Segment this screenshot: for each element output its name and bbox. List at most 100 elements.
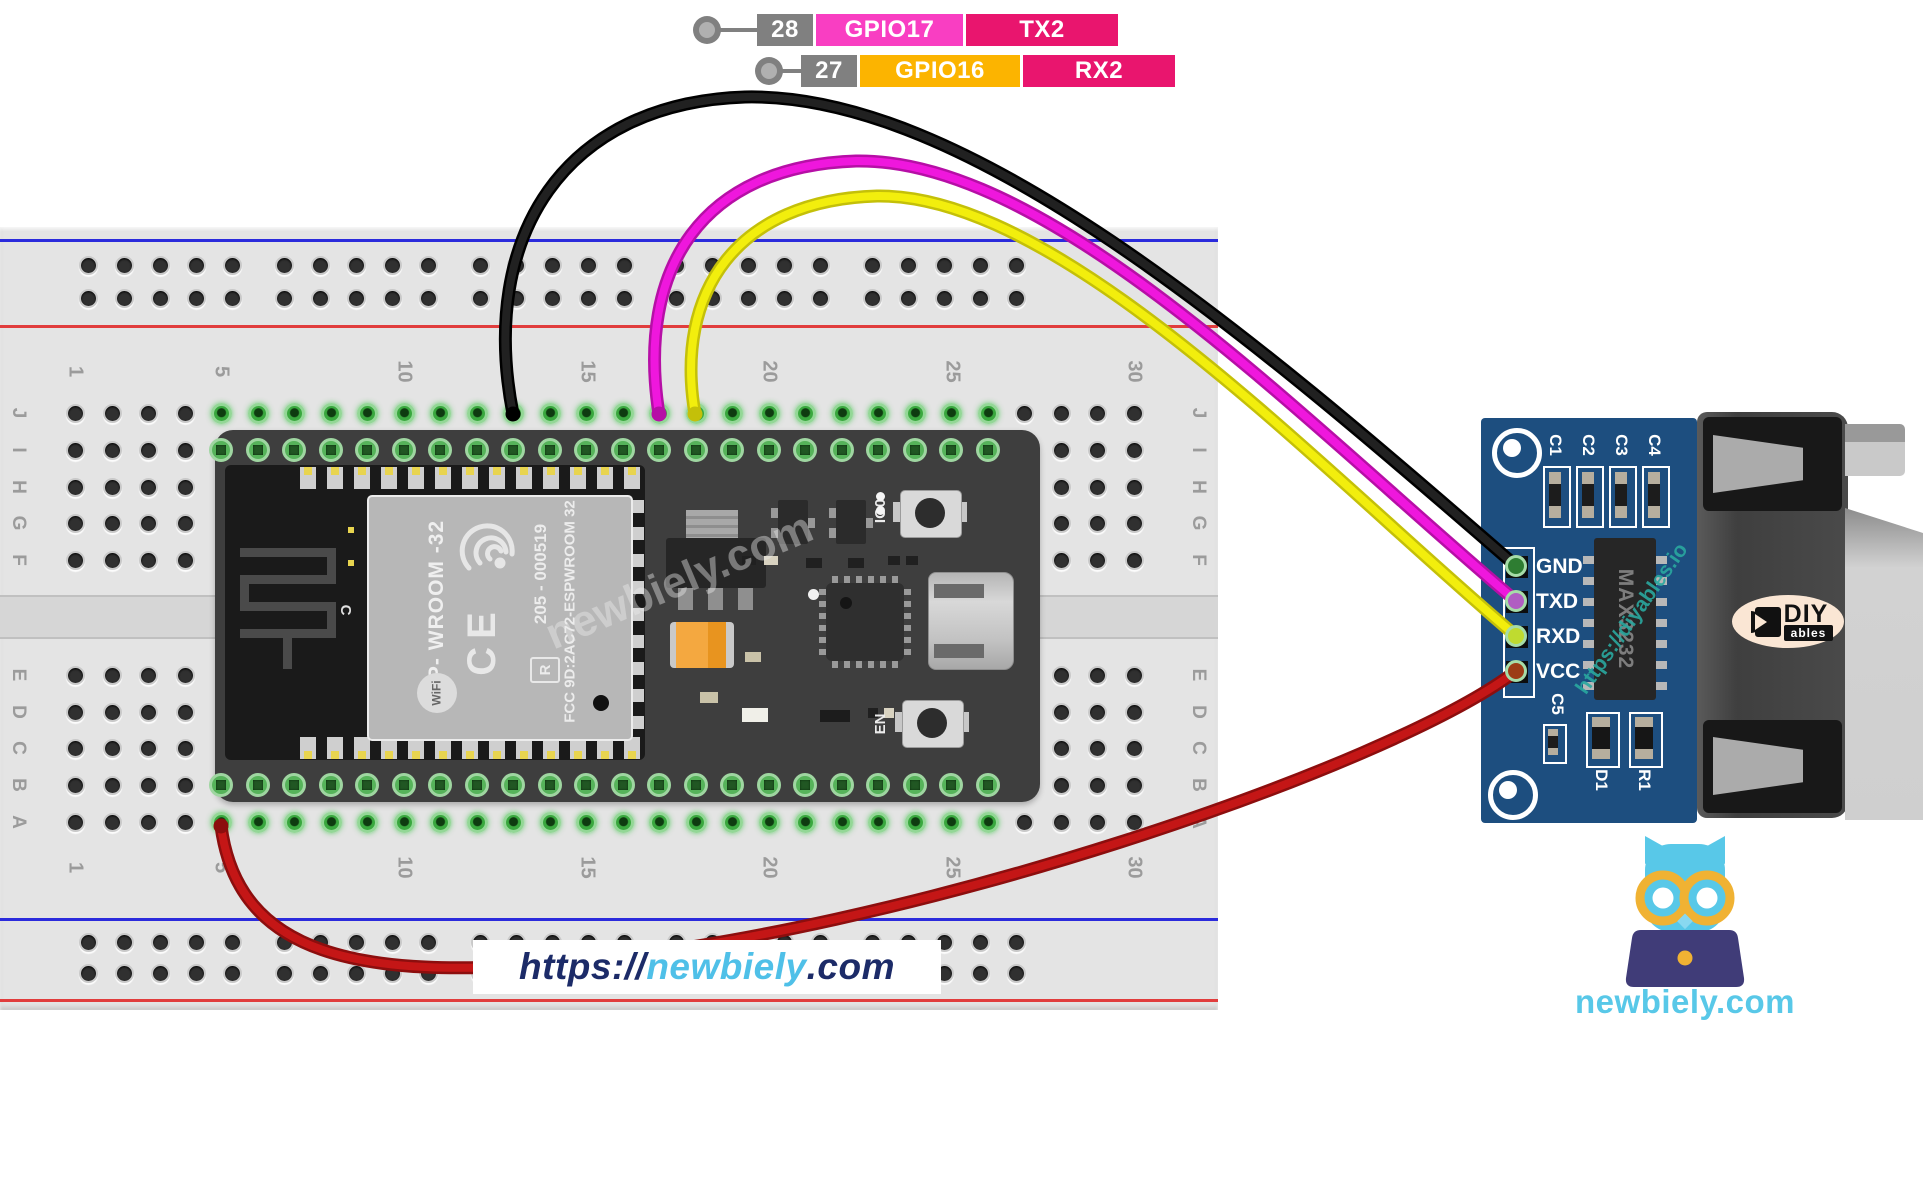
breadboard-hole: [187, 289, 206, 308]
wroom-pad-bottom-dot: [412, 751, 420, 759]
breadboard-hole: [471, 289, 490, 308]
breadboard-hole: [176, 441, 195, 460]
breadboard-hole: [383, 933, 402, 952]
breadboard-hole: [1125, 551, 1144, 570]
breadboard-hole: [115, 289, 134, 308]
breadboard-row-letter: I: [8, 447, 29, 453]
capacitor-label: C4: [1645, 434, 1664, 456]
breadboard-hole: [971, 964, 990, 983]
breadboard-row-letter: C: [8, 741, 29, 755]
wroom-pad-bottom-dot: [547, 751, 555, 759]
breadboard-column-number: 20: [758, 856, 781, 879]
micro-usb-slot-bottom: [934, 644, 984, 658]
breadboard-row-letter: F: [8, 554, 29, 566]
breadboard-hole: [66, 441, 85, 460]
esp32-header-pin: [538, 438, 562, 462]
esp32-header-pin: [611, 438, 635, 462]
breadboard-hole-green: [248, 403, 269, 424]
esp32-header-pin: [209, 438, 233, 462]
breadboard-hole: [176, 514, 195, 533]
breadboard-hole: [176, 813, 195, 832]
diyables-badge-line2: ables: [1783, 624, 1834, 641]
chip-pins-right: [904, 589, 911, 655]
module-pin: [1506, 661, 1528, 683]
esp32-header-pin: [939, 438, 963, 462]
ic-pin: [1583, 640, 1594, 648]
breadboard-hole: [543, 256, 562, 275]
breadboard-hole: [1125, 514, 1144, 533]
capacitor-outline: [1543, 466, 1571, 528]
antenna-trace: [240, 578, 249, 608]
breadboard-row-letter: B: [8, 778, 29, 792]
wroom-pad-bottom-dot: [385, 751, 393, 759]
esp32-header-pin: [830, 773, 854, 797]
breadboard-hole: [1052, 666, 1071, 685]
breadboard-hole-green: [613, 403, 634, 424]
pin-28-dot-inner: [699, 22, 715, 38]
micro-usb-slot-top: [934, 584, 984, 598]
breadboard-hole: [103, 739, 122, 758]
ic-pin: [1656, 682, 1667, 690]
esp32-header-pin: [392, 773, 416, 797]
capacitor-label: C1: [1546, 434, 1565, 456]
breadboard-column-number: 5: [210, 861, 233, 874]
breadboard-hole: [1007, 289, 1026, 308]
breadboard-hole: [1015, 813, 1034, 832]
breadboard-hole: [471, 256, 490, 275]
breadboard-hole-green: [722, 403, 743, 424]
breadboard-hole: [347, 933, 366, 952]
breadboard-column-number: 15: [576, 856, 599, 879]
diyables-badge-icon: [1750, 606, 1781, 637]
esp32-header-pin: [465, 438, 489, 462]
espressif-swirl-icon: [459, 523, 515, 571]
ic-pin: [1583, 661, 1594, 669]
breadboard-hole: [1052, 441, 1071, 460]
sot23-leg: [829, 508, 836, 518]
capacitor-body: [1549, 472, 1561, 518]
module-pin-label-vcc: VCC: [1536, 660, 1581, 683]
breadboard-hole-green: [394, 403, 415, 424]
power-rail-blue-line-top: [0, 239, 1218, 242]
wroom-pad-bottom-dot: [520, 751, 528, 759]
breadboard-hole: [223, 256, 242, 275]
breadboard-hole: [1125, 776, 1144, 795]
breadboard-row-letter: D: [1188, 705, 1209, 719]
breadboard-column-number: 25: [941, 360, 964, 383]
breadboard-hole: [971, 289, 990, 308]
breadboard-hole: [703, 256, 722, 275]
wroom-pad-right: [631, 608, 644, 621]
breadboard-column-number: 10: [393, 360, 416, 383]
breadboard-hole: [1007, 964, 1026, 983]
breadboard-hole: [579, 289, 598, 308]
breadboard-column-number: 10: [393, 856, 416, 879]
smd-component: [848, 558, 864, 568]
breadboard-hole: [151, 289, 170, 308]
breadboard-hole: [1088, 776, 1107, 795]
esp32-header-pin: [319, 438, 343, 462]
breadboard-hole: [1088, 478, 1107, 497]
wroom-pad-top-dot: [547, 467, 555, 475]
breadboard-hole: [176, 404, 195, 423]
breadboard-hole-green: [795, 403, 816, 424]
esp32-header-pin: [939, 773, 963, 797]
ic-pin: [1583, 682, 1594, 690]
power-rail-red-line-top: [0, 325, 1218, 328]
ic-pin: [1656, 640, 1667, 648]
esp32-header-pin: [246, 438, 270, 462]
chip-pins-top: [832, 576, 898, 583]
breadboard-hole: [103, 703, 122, 722]
breadboard-hole: [667, 289, 686, 308]
breadboard-hole: [383, 256, 402, 275]
esp32-header-pin: [574, 438, 598, 462]
breadboard-hole: [115, 933, 134, 952]
breadboard-hole-green: [759, 403, 780, 424]
breadboard-hole: [275, 933, 294, 952]
breadboard-hole-green: [503, 812, 524, 833]
breadboard-hole: [311, 933, 330, 952]
breadboard-hole: [1088, 739, 1107, 758]
smd-component: [700, 692, 718, 703]
breadboard-row-letter: A: [8, 815, 29, 829]
breadboard-hole: [739, 289, 758, 308]
esp32-header-pin: [355, 438, 379, 462]
